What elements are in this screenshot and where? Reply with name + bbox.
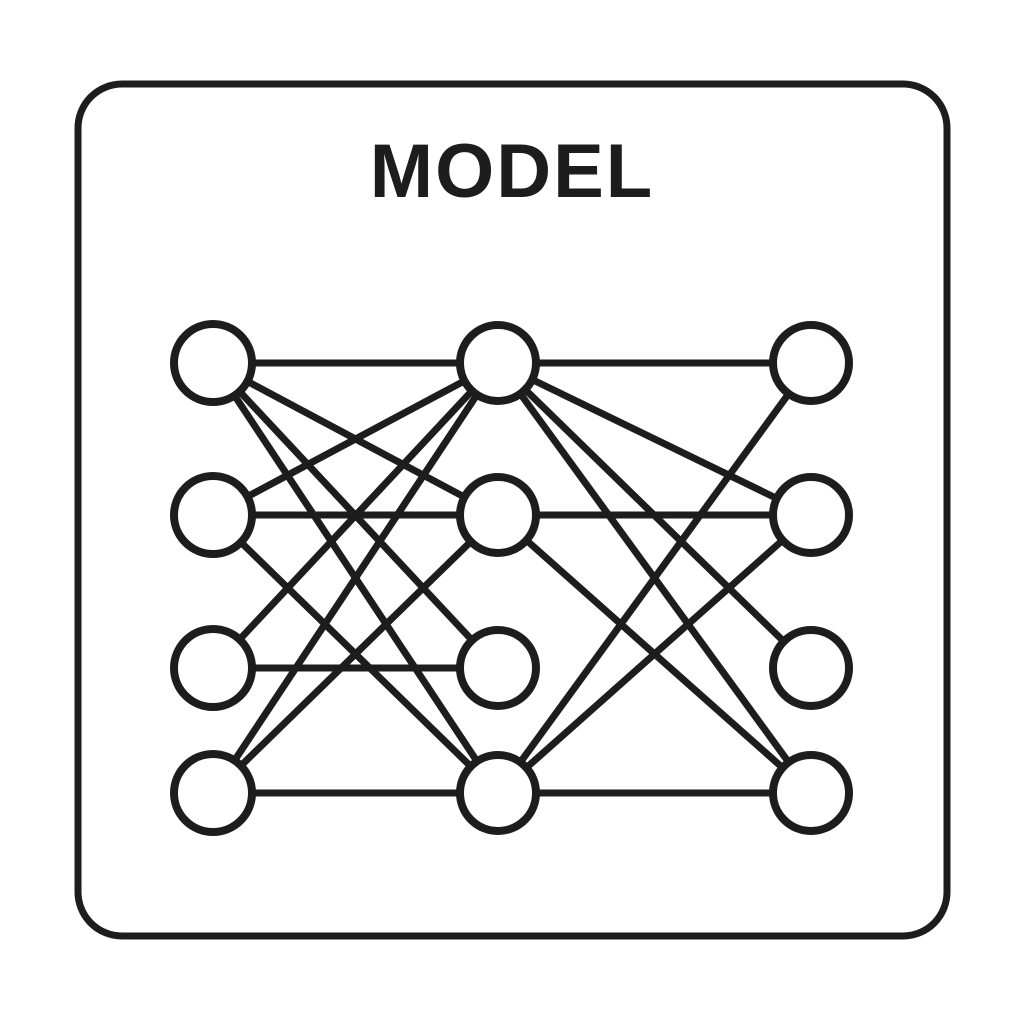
network-node-h4[interactable] — [456, 751, 540, 835]
network-node-i1[interactable] — [170, 320, 256, 406]
network-node-o4[interactable] — [769, 751, 853, 835]
connection-edge-h1-o2 — [529, 376, 780, 502]
network-node-h3[interactable] — [456, 626, 540, 710]
network-node-i3[interactable] — [170, 625, 256, 711]
page-title-group: MODEL — [370, 129, 654, 214]
connection-edges-group — [231, 359, 793, 797]
page-title: MODEL — [370, 129, 654, 214]
connection-edge-h4-o1 — [516, 390, 793, 766]
connection-edge-h4-o2 — [523, 536, 786, 772]
connection-edge-i4-h2 — [237, 538, 474, 769]
network-node-h2[interactable] — [456, 473, 540, 557]
network-node-o1[interactable] — [769, 321, 853, 405]
network-nodes-group — [170, 320, 853, 836]
connection-edge-i3-h1 — [236, 387, 476, 643]
connection-edge-i4-h1 — [231, 391, 481, 764]
network-node-h1[interactable] — [456, 321, 540, 405]
network-node-o2[interactable] — [769, 473, 853, 557]
network-node-o3[interactable] — [769, 626, 853, 710]
network-node-i4[interactable] — [170, 750, 256, 836]
network-node-i2[interactable] — [170, 472, 256, 558]
connection-edge-i2-h1 — [244, 377, 467, 501]
